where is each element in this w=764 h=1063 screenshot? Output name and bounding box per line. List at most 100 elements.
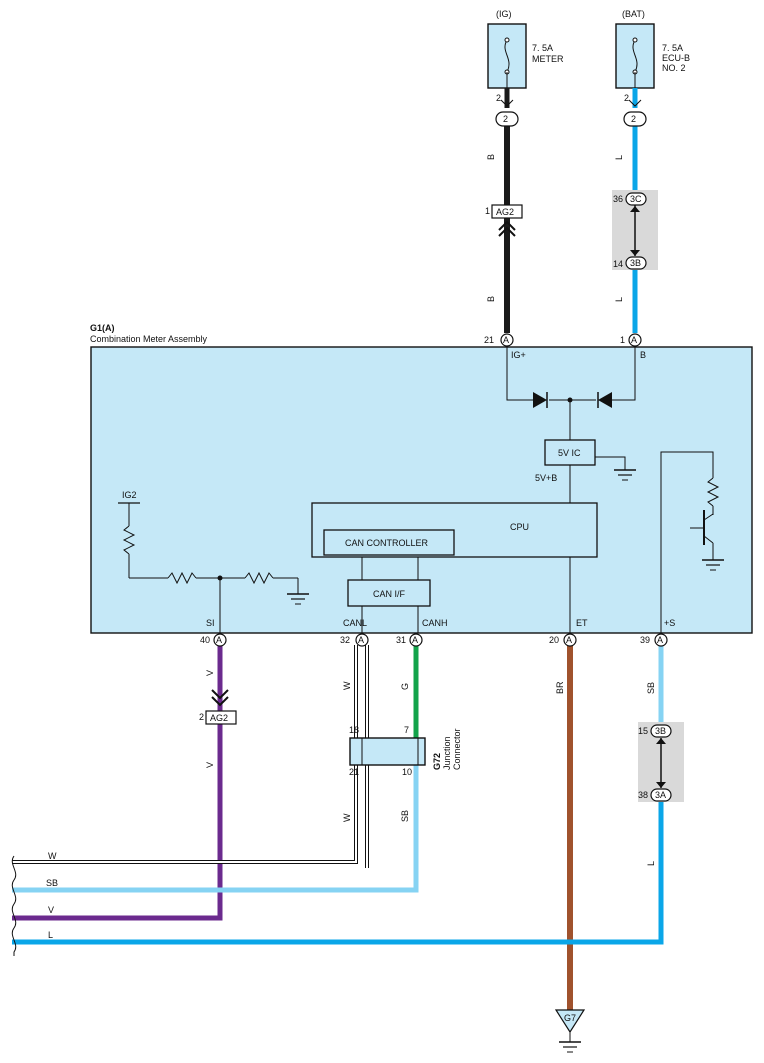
svg-text:ET: ET <box>576 618 588 628</box>
svg-text:2: 2 <box>503 114 508 124</box>
svg-text:2: 2 <box>631 114 636 124</box>
resistor-si-1-icon <box>167 571 197 585</box>
svg-text:20: 20 <box>549 635 559 645</box>
ic-output-label: 5V+B <box>535 473 557 483</box>
pin-b: 1 A B <box>620 333 646 360</box>
combination-meter-box <box>90 346 753 634</box>
break-line-icon <box>11 855 17 956</box>
svg-text:1: 1 <box>485 206 490 216</box>
diode-left-icon <box>533 392 547 408</box>
wire-label-sb1: SB <box>400 810 410 822</box>
pin-et: ET 20 A <box>549 618 588 647</box>
output-sb: SB <box>46 878 58 888</box>
wire-label-l1: L <box>614 155 624 160</box>
wire-w <box>12 645 357 863</box>
svg-text:3B: 3B <box>655 726 666 736</box>
pin-si: SI 40 A <box>200 618 227 647</box>
connector-2-ig: 2 <box>495 111 519 127</box>
wire-label-b2: B <box>486 296 496 302</box>
svg-text:G7: G7 <box>564 1013 576 1023</box>
transistor-s <box>660 451 724 633</box>
pin-canh: CANH 31 A <box>396 618 448 647</box>
svg-text:A: A <box>503 335 509 345</box>
svg-text:Connector: Connector <box>452 728 462 770</box>
svg-text:3C: 3C <box>630 194 642 204</box>
fuse-bat-element-icon <box>632 39 638 73</box>
fuse-bat: (BAT) 7. 5A ECU-B NO. 2 2 <box>615 9 690 108</box>
svg-text:38: 38 <box>638 790 648 800</box>
resistor-si-2-icon <box>244 571 274 585</box>
wire-label-w2: W <box>342 813 352 822</box>
svg-text:2: 2 <box>199 712 204 722</box>
fuse-ig: (IG) 7. 5A METER 2 <box>487 9 564 108</box>
svg-text:18: 18 <box>349 725 359 735</box>
cpu-label: CPU <box>510 522 529 532</box>
wire-label-l3: L <box>646 861 656 866</box>
wire-label-b1: B <box>486 154 496 160</box>
splice-3c-3b: 36 3C 14 3B <box>612 190 658 270</box>
pin-canl: CANL 32 A <box>340 618 369 647</box>
can-if-label: CAN I/F <box>373 589 406 599</box>
fuse-ig-element-icon <box>504 39 510 73</box>
wire-v <box>12 645 223 921</box>
wire-label-sb2: SB <box>646 682 656 694</box>
fuse-bat-rating: 7. 5A <box>662 43 683 53</box>
wire-sb <box>12 765 419 893</box>
cpu-block <box>311 502 598 558</box>
svg-text:32: 32 <box>340 635 350 645</box>
svg-text:+S: +S <box>664 618 675 628</box>
svg-text:SI: SI <box>206 618 215 628</box>
svg-text:14: 14 <box>613 259 623 269</box>
ground-ic-icon <box>614 469 636 481</box>
svg-text:31: 31 <box>396 635 406 645</box>
wire-l-bottom <box>12 800 664 945</box>
output-l: L <box>48 930 53 940</box>
svg-text:A: A <box>657 635 663 645</box>
svg-text:39: 39 <box>640 635 650 645</box>
ground-g7: G7 <box>554 1009 586 1053</box>
svg-text:AG2: AG2 <box>210 713 228 723</box>
svg-text:CANL: CANL <box>343 618 367 628</box>
pin-ig-plus: 21 A IG+ <box>484 333 526 360</box>
svg-text:A: A <box>566 635 572 645</box>
wire-label-br: BR <box>555 681 565 694</box>
resistor-s-icon <box>706 477 720 507</box>
component-id: G1(A) <box>90 323 115 333</box>
wire-label-v1: V <box>205 670 215 676</box>
diode-network <box>506 346 636 440</box>
ig2-network: IG2 <box>118 490 309 633</box>
svg-text:1: 1 <box>620 335 625 345</box>
fuse-bat-name1: ECU-B <box>662 53 690 63</box>
can-if-block <box>347 579 431 607</box>
component-name: Combination Meter Assembly <box>90 334 208 344</box>
svg-text:40: 40 <box>200 635 210 645</box>
fuse-bat-source: (BAT) <box>622 9 645 19</box>
resistor-ig2-icon <box>122 525 136 555</box>
fuse-ig-rating: 7. 5A <box>532 43 553 53</box>
svg-text:B: B <box>640 350 646 360</box>
fuse-ig-source: (IG) <box>496 9 512 19</box>
fuse-bat-name2: NO. 2 <box>662 63 686 73</box>
junction-connector-g72: 18 7 21 10 G72 Junction Connector <box>349 725 462 777</box>
svg-text:A: A <box>216 635 222 645</box>
svg-text:Junction: Junction <box>442 736 452 770</box>
connector-ag2-top: 1 AG2 <box>485 204 523 237</box>
svg-text:3B: 3B <box>630 258 641 268</box>
svg-text:15: 15 <box>638 726 648 736</box>
wire-label-g: G <box>400 683 410 690</box>
svg-text:A: A <box>631 335 637 345</box>
can-controller-block <box>323 529 455 556</box>
svg-text:IG+: IG+ <box>511 350 526 360</box>
wire-label-v2: V <box>205 762 215 768</box>
can-controller-label: CAN CONTROLLER <box>345 538 429 548</box>
fuse-ig-name: METER <box>532 54 564 64</box>
wire-label-w1: W <box>342 681 352 690</box>
fuse-bat-pin: 2 <box>624 93 629 103</box>
svg-text:A: A <box>358 635 364 645</box>
output-w: W <box>48 851 57 861</box>
connector-2-bat: 2 <box>623 111 647 127</box>
ic-label: 5V IC <box>558 448 581 458</box>
svg-text:3A: 3A <box>655 790 666 800</box>
svg-text:36: 36 <box>613 194 623 204</box>
